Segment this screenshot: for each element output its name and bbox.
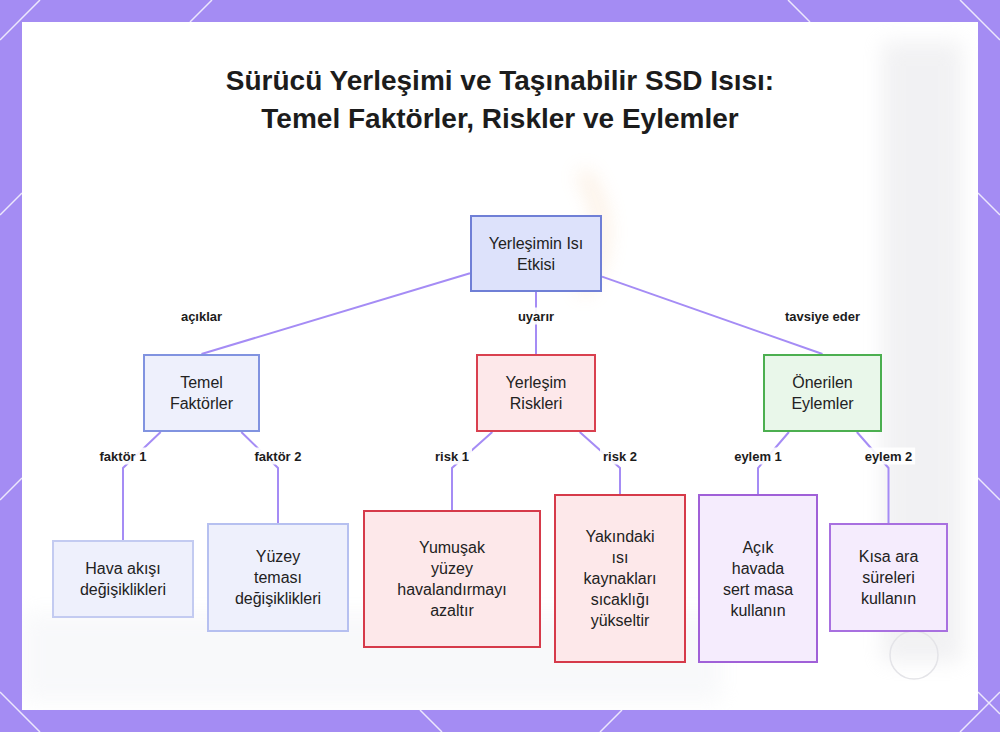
- connector-line: [857, 432, 889, 523]
- node-label: Açık havada sert masa kullanın: [718, 537, 798, 621]
- connector-line: [202, 273, 471, 354]
- node-label: Yüzey teması değişiklikleri: [235, 546, 321, 609]
- risk-box: Yumuşak yüzey havalandırmayı azaltır: [363, 510, 541, 648]
- node-label: Yerleşim Riskleri: [492, 372, 580, 414]
- edge-label: risk 2: [600, 448, 640, 465]
- connector-line: [241, 432, 278, 523]
- edge-label: uyarır: [515, 308, 557, 325]
- edge-label: risk 1: [432, 448, 472, 465]
- category-box: Önerilen Eylemler: [763, 354, 882, 432]
- node-label: Kısa ara süreleri kullanın: [851, 546, 926, 609]
- diagram-title: Sürücü Yerleşimi ve Taşınabilir SSD Isıs…: [220, 62, 780, 138]
- connector-line: [452, 432, 492, 510]
- root-box: Yerleşimin Isı Etkisi: [470, 215, 602, 292]
- edge-label: eylem 1: [731, 448, 785, 465]
- node-label: Temel Faktörler: [159, 372, 244, 414]
- edge-label: eylem 2: [862, 448, 916, 465]
- edge-label: tavsiye eder: [782, 308, 863, 325]
- factor-box: Hava akışı değişiklikleri: [52, 540, 194, 618]
- node-label: Yumuşak yüzey havalandırmayı azaltır: [397, 537, 506, 621]
- action-box: Kısa ara süreleri kullanın: [829, 523, 948, 632]
- node-label: Yakındaki ısı kaynakları sıcaklığı yükse…: [580, 526, 660, 631]
- node-label: Yerleşimin Isı Etkisi: [484, 233, 588, 275]
- risk-box: Yakındaki ısı kaynakları sıcaklığı yükse…: [554, 494, 686, 663]
- category-box: Yerleşim Riskleri: [476, 354, 596, 432]
- node-label: Önerilen Eylemler: [779, 372, 866, 414]
- category-box: Temel Faktörler: [143, 354, 260, 432]
- corner-icon: [890, 631, 938, 679]
- node-label: Hava akışı değişiklikleri: [68, 558, 178, 600]
- edge-label: faktör 2: [252, 448, 305, 465]
- action-box: Açık havada sert masa kullanın: [698, 494, 818, 663]
- factor-box: Yüzey teması değişiklikleri: [207, 523, 349, 632]
- edge-label: açıklar: [178, 308, 225, 325]
- edge-label: faktör 1: [97, 448, 150, 465]
